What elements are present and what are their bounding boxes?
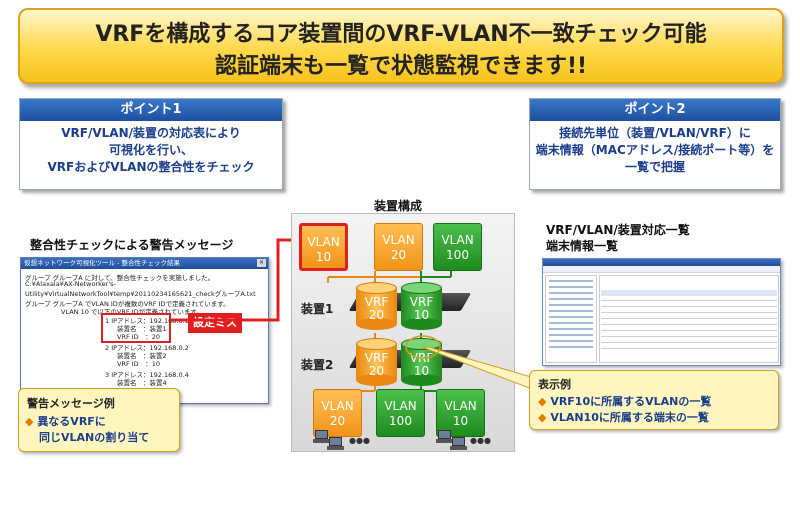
vrf10-highlight-ellipse bbox=[405, 335, 441, 359]
laptop-icon bbox=[327, 437, 344, 450]
vrf-label: VRF bbox=[364, 351, 389, 365]
display-example-item: ◆ VLAN10に所属する端末の一覧 bbox=[538, 409, 709, 425]
display-example-text: VLAN10に所属する端末の一覧 bbox=[550, 411, 709, 424]
point1-box: ポイント1 VRF/VLAN/装置の対応表により 可視化を行い、 VRFおよびV… bbox=[19, 98, 283, 190]
point1-line: VRF/VLAN/装置の対応表により bbox=[61, 126, 241, 140]
vlan-number: 20 bbox=[390, 248, 407, 262]
vrf-number: 20 bbox=[368, 364, 385, 378]
device2-label: 装置2 bbox=[301, 358, 334, 372]
display-example-item: ◆ VRF10に所属するVLANの一覧 bbox=[538, 393, 711, 409]
dialog-title: 仮想ネットワーク可視化ツール - 整合性チェック結果 bbox=[21, 258, 268, 269]
vlan-number: 10 bbox=[452, 414, 469, 428]
dialog-close-button[interactable]: × bbox=[257, 259, 266, 267]
bullet-diamond-icon: ◆ bbox=[538, 411, 547, 424]
vlan-number: 10 bbox=[315, 250, 332, 264]
point1-body: VRF/VLAN/装置の対応表により 可視化を行い、 VRFおよびVLANの整合… bbox=[20, 125, 282, 176]
app-table-pane bbox=[599, 275, 779, 363]
vrf-number: 20 bbox=[368, 308, 385, 322]
warning-example-text2: 同じVLANの割り当て bbox=[39, 431, 150, 444]
entry-vrf: VRF ID ：10 bbox=[117, 360, 160, 368]
vlan10-top-highlight: VLAN 10 bbox=[299, 223, 348, 271]
warning-example-title: 警告メッセージ例 bbox=[27, 397, 115, 410]
vlan20-bottom: VLAN 20 bbox=[313, 389, 362, 437]
app-tree-pane bbox=[545, 275, 597, 363]
app-titlebar bbox=[543, 259, 780, 266]
point2-line: 接続先単位（装置/VLAN/VRF）に bbox=[559, 126, 751, 140]
vlan-label: VLAN bbox=[384, 399, 417, 413]
laptop-icon bbox=[436, 430, 453, 443]
app-window-thumbnail bbox=[542, 258, 781, 366]
vlan-label: VLAN bbox=[307, 235, 340, 249]
entry-ip: 2 IPアドレス：192.168.0.2 bbox=[105, 344, 189, 352]
vlan-number: 20 bbox=[329, 414, 346, 428]
entry-name: 装置名 ：装置1 bbox=[117, 325, 167, 333]
network-caption: 装置構成 bbox=[374, 199, 423, 213]
vlan100-bottom: VLAN 100 bbox=[376, 389, 425, 437]
vlan-number: 100 bbox=[446, 248, 469, 262]
vlan-label: VLAN bbox=[444, 399, 477, 413]
vlan-number: 100 bbox=[389, 414, 412, 428]
ellipsis: ●●● bbox=[349, 436, 370, 445]
vlan-label: VLAN bbox=[382, 233, 415, 247]
point2-line: 一覧で把握 bbox=[624, 160, 685, 174]
headline-banner: VRFを構成するコア装置間のVRF-VLAN不一致チェック可能 認証端末も一覧で… bbox=[18, 8, 784, 84]
vlan-label: VLAN bbox=[441, 233, 474, 247]
vlan10-bottom: VLAN 10 bbox=[436, 389, 485, 437]
headline-line1: VRFを構成するコア装置間のVRF-VLAN不一致チェック可能 bbox=[95, 22, 707, 47]
error-arrow-icon bbox=[170, 234, 302, 322]
entry-ip: 3 IPアドレス：192.168.0.4 bbox=[105, 371, 189, 379]
dialog-text: VLAN 10 で以下のVRF IDが定義されています。 bbox=[61, 308, 203, 316]
headline-line2: 認証端末も一覧で状態監視できます!! bbox=[214, 54, 588, 79]
point2-box: ポイント2 接続先単位（装置/VLAN/VRF）に 端末情報（MACアドレス/接… bbox=[529, 98, 781, 190]
vlan100-top: VLAN 100 bbox=[433, 223, 482, 271]
display-example-callout: 表示例 ◆ VRF10に所属するVLANの一覧 ◆ VLAN10に所属する端末の… bbox=[529, 370, 779, 430]
warning-example-text: 異なるVRFに bbox=[37, 415, 106, 428]
bullet-diamond-icon: ◆ bbox=[25, 415, 34, 428]
entry-ip: 1 IPアドレス：192.168.0.1 bbox=[105, 317, 189, 325]
dialog-text: C:¥Alaxala¥AX-Networker's- bbox=[25, 280, 116, 288]
entry-vrf: VRF ID ：20 bbox=[117, 333, 160, 341]
display-example-title: 表示例 bbox=[538, 378, 571, 391]
laptop-icon bbox=[313, 430, 330, 443]
vrf-label: VRF bbox=[409, 295, 434, 309]
bullet-diamond-icon: ◆ bbox=[538, 395, 547, 408]
dialog-text: グループ グループA でVLAN IDが複数のVRF IDで定義されています。 bbox=[25, 300, 230, 308]
point1-line: 可視化を行い、 bbox=[108, 143, 193, 157]
entry-name: 装置名 ：装置4 bbox=[117, 379, 167, 387]
vrf-number: 10 bbox=[413, 364, 430, 378]
vlan20-top: VLAN 20 bbox=[374, 223, 423, 271]
app-menubar bbox=[543, 266, 780, 273]
dialog-text: Utility¥VirtualNetworkTool¥temp¥20110234… bbox=[25, 290, 256, 298]
point2-line: 端末情報（MACアドレス/接続ポート等）を bbox=[535, 143, 775, 157]
device1-label: 装置1 bbox=[301, 302, 334, 316]
vrf-label: VRF bbox=[364, 295, 389, 309]
point1-line: VRFおよびVLANの整合性をチェック bbox=[47, 160, 255, 174]
point1-title: ポイント1 bbox=[20, 99, 282, 121]
point2-body: 接続先単位（装置/VLAN/VRF）に 端末情報（MACアドレス/接続ポート等）… bbox=[530, 125, 780, 176]
vrf-number: 10 bbox=[413, 308, 430, 322]
warning-example-item: ◆ 異なるVRFに bbox=[25, 413, 106, 429]
warning-example-callout: 警告メッセージ例 ◆ 異なるVRFに 同じVLANの割り当て bbox=[18, 388, 180, 452]
vrf-vlan-list-caption: VRF/VLAN/装置対応一覧 bbox=[546, 223, 690, 237]
error-highlight-box bbox=[101, 313, 171, 343]
vlan-label: VLAN bbox=[321, 399, 354, 413]
laptop-icon bbox=[450, 437, 467, 450]
ellipsis: ●●● bbox=[470, 436, 491, 445]
point2-title: ポイント2 bbox=[530, 99, 780, 121]
terminal-list-caption: 端末情報一覧 bbox=[546, 239, 619, 253]
display-example-text: VRF10に所属するVLANの一覧 bbox=[550, 395, 712, 408]
warning-caption: 整合性チェックによる警告メッセージ bbox=[30, 238, 234, 252]
dialog-text: グループ グループA に対して、整合性チェックを実施しました。 bbox=[25, 274, 215, 282]
entry-name: 装置名 ：装置2 bbox=[117, 352, 167, 360]
